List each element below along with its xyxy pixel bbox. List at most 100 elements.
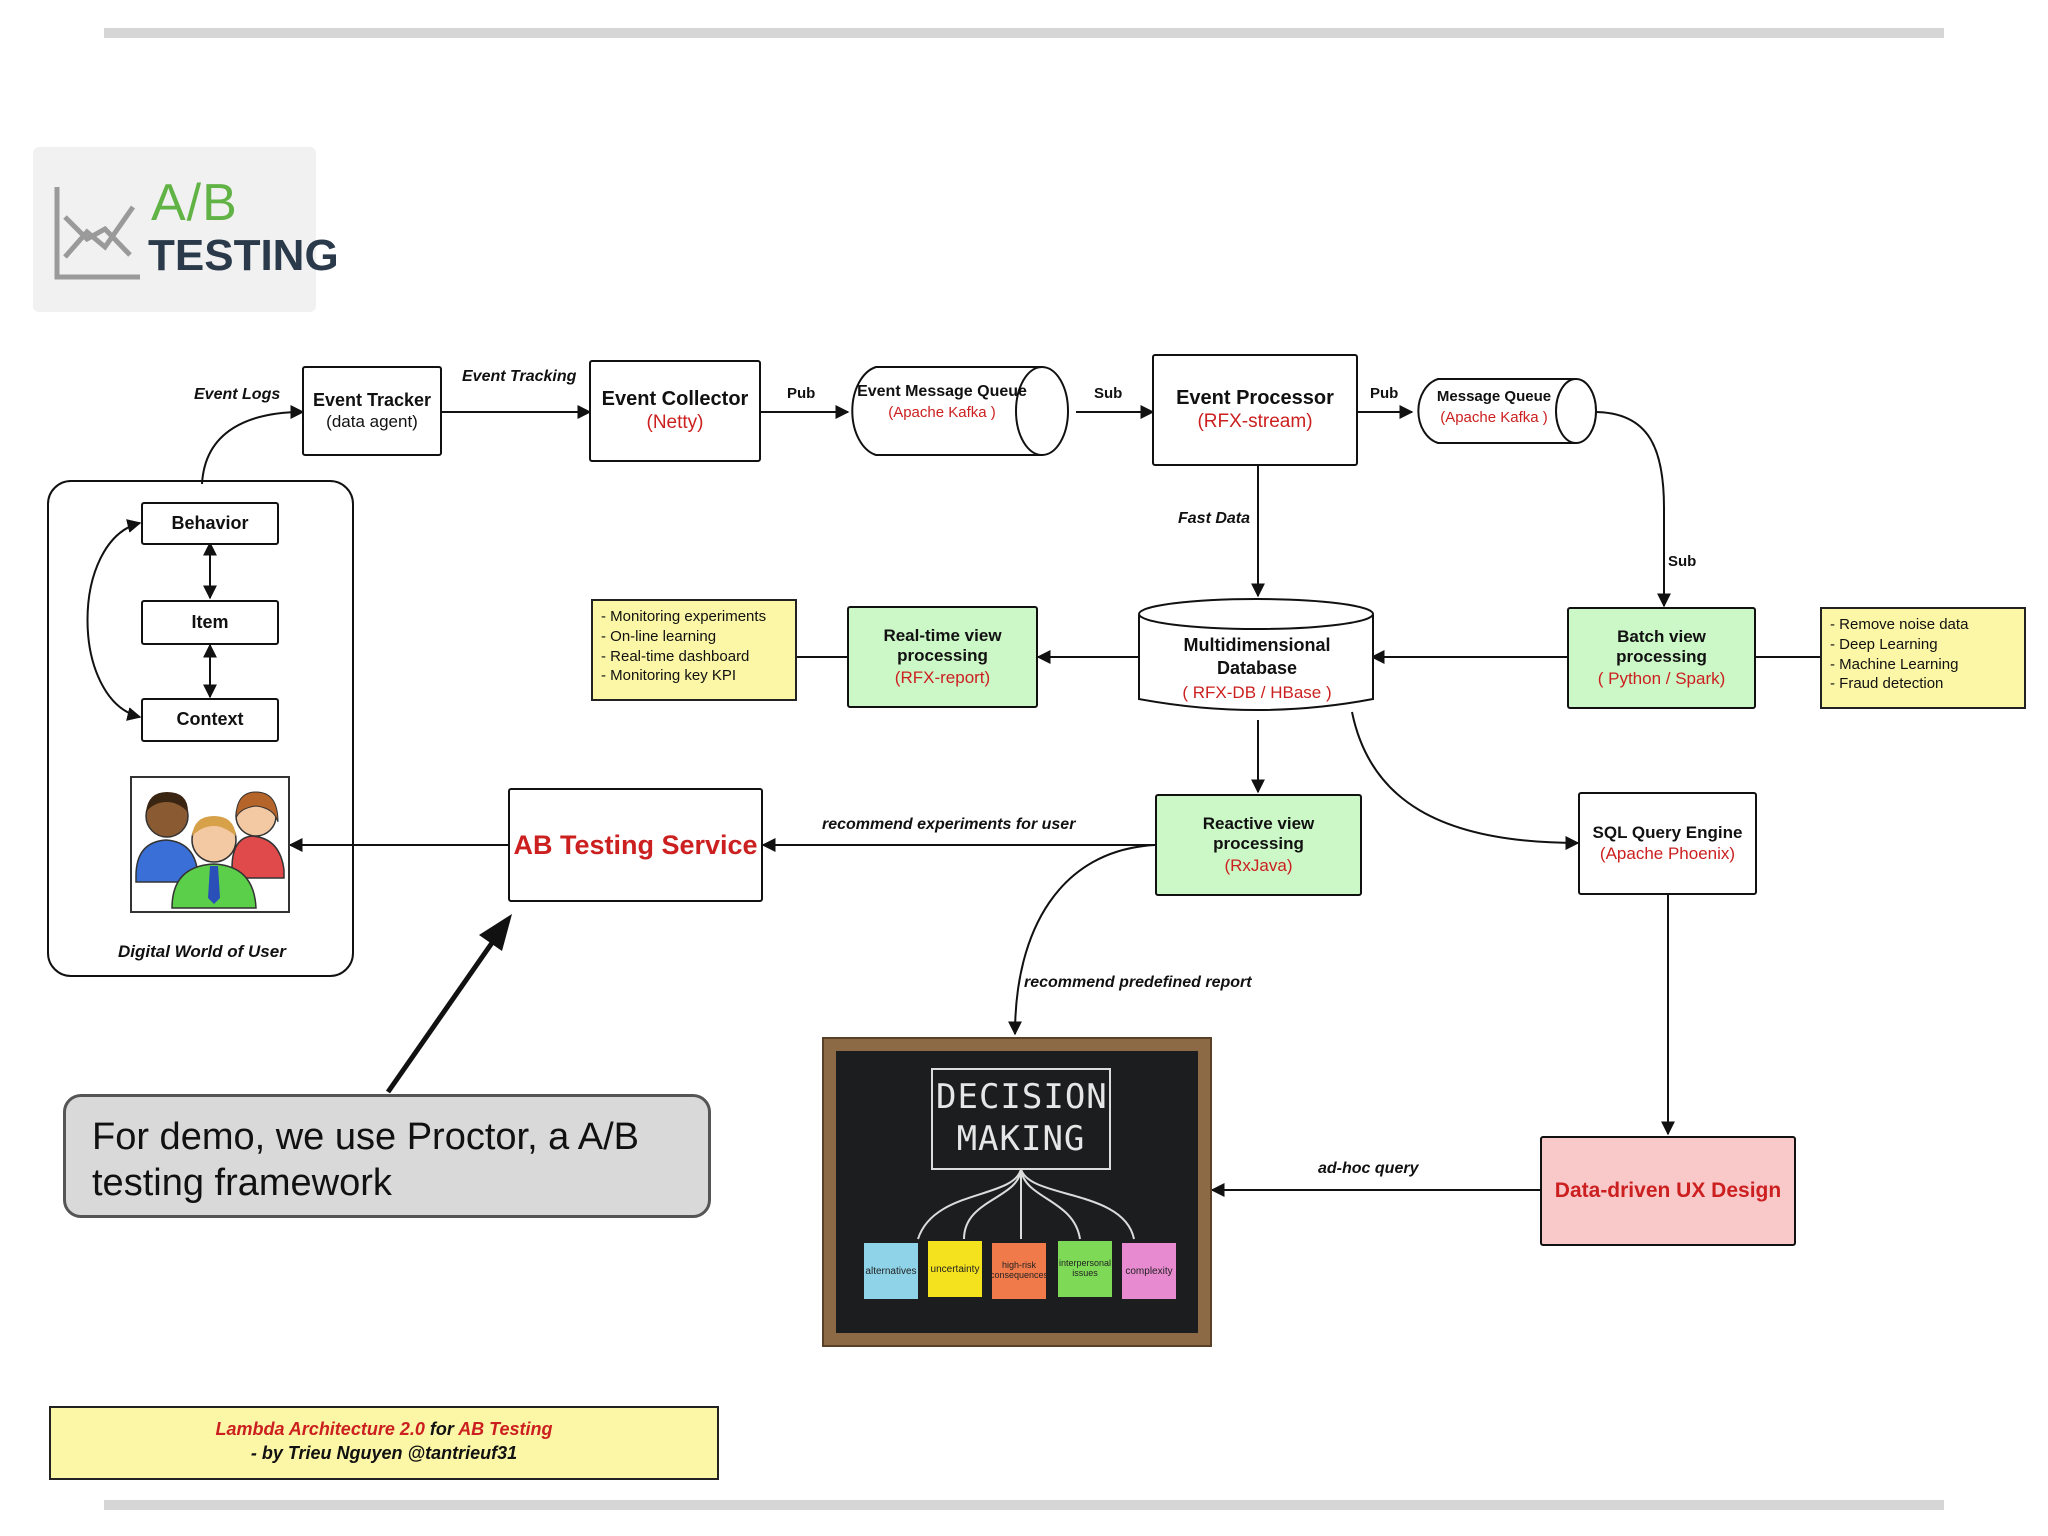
users-group-picture — [130, 776, 290, 913]
sticky-note: uncertainty — [928, 1241, 982, 1297]
label-recommend-report: recommend predefined report — [1024, 974, 1252, 991]
node-subtitle: (RxJava) — [1224, 855, 1293, 875]
node-event-tracker: Event Tracker (data agent) — [302, 366, 442, 456]
node-title: Batch view processing — [1616, 626, 1707, 667]
node-event-message-queue: Event Message Queue (Apache Kafka ) — [852, 382, 1032, 423]
note-batch-uses: - Remove noise data - Deep Learning - Ma… — [1820, 607, 2026, 709]
ab-testing-logo: A/B TESTING — [33, 147, 339, 312]
credit-for: for — [424, 1419, 459, 1439]
node-subtitle: (Apache Kafka ) — [888, 404, 996, 422]
logo-line2: TESTING — [148, 231, 339, 280]
note-realtime-uses: - Monitoring experiments - On-line learn… — [591, 599, 797, 701]
chalk-title-line2: MAKING — [956, 1119, 1086, 1159]
node-event-processor: Event Processor (RFX-stream) — [1152, 354, 1358, 466]
database-cylinder-shape — [1138, 598, 1374, 711]
callout-pointer — [385, 914, 512, 1094]
note-line: - Monitoring experiments — [601, 608, 767, 625]
label-sub1: Sub — [1094, 385, 1123, 402]
node-subtitle: (Apache Kafka ) — [1440, 409, 1548, 426]
sticky-note-text: alternatives — [865, 1265, 917, 1277]
edge-behavior-context — [86, 519, 142, 721]
note-line: - Remove noise data — [1830, 616, 1969, 633]
sticky-note-text: interpersonal issues — [1058, 1258, 1112, 1278]
label-event-tracking: Event Tracking — [462, 368, 577, 385]
node-subtitle: ( Python / Spark) — [1597, 668, 1726, 688]
node-subtitle: (Netty) — [646, 412, 704, 434]
logo-line1: A/B — [151, 174, 238, 232]
node-behavior: Behavior — [141, 502, 279, 545]
node-title: Real-time view processing — [883, 625, 1002, 666]
label-event-logs: Event Logs — [194, 386, 281, 403]
node-subtitle: (data agent) — [326, 411, 418, 431]
node-title: Event Processor — [1176, 387, 1334, 410]
bottom-rule — [104, 1500, 1944, 1510]
node-subtitle: (RFX-stream) — [1197, 411, 1313, 433]
note-line: - On-line learning — [601, 627, 717, 645]
user-world-caption: Digital World of User — [118, 942, 286, 961]
sticky-note-text: uncertainty — [930, 1263, 980, 1275]
label-sub2: Sub — [1668, 553, 1697, 570]
node-sql-query-engine: SQL Query Engine (Apache Phoenix) — [1578, 792, 1757, 895]
node-title: Behavior — [171, 512, 249, 533]
node-title: Context — [176, 709, 244, 730]
user-world-container — [47, 480, 354, 977]
note-line: - Real-time dashboard — [601, 647, 750, 665]
node-batch-view: Batch view processing ( Python / Spark) — [1567, 607, 1756, 709]
chalk-title-line1: DECISION — [936, 1077, 1108, 1117]
node-title: Data-driven UX Design — [1554, 1179, 1782, 1203]
credit-ab-testing: AB Testing — [458, 1419, 553, 1439]
node-title: AB Testing Service — [513, 829, 758, 860]
mq-cylinder-shape — [1417, 378, 1597, 444]
node-title: Message Queue — [1436, 388, 1552, 405]
sticky-note: interpersonal issues — [1058, 1241, 1112, 1297]
note-line: - Fraud detection — [1830, 675, 1944, 693]
node-event-collector: Event Collector (Netty) — [589, 360, 761, 462]
note-line: - Machine Learning — [1830, 655, 1959, 673]
credit-line1: Lambda Architecture 2.0 for AB Testing — [51, 1417, 717, 1441]
label-pub2: Pub — [1370, 385, 1399, 402]
node-title: Event Tracker — [312, 390, 432, 411]
sticky-note-text: high-risk consequences — [989, 1260, 1049, 1280]
credit-author: - by Trieu Nguyen @tantrieuf31 — [250, 1443, 518, 1464]
edge-event-logs — [201, 405, 305, 485]
node-subtitle: ( RFX-DB / HBase ) — [1182, 682, 1332, 702]
chart-trend-icon — [54, 187, 140, 280]
node-subtitle: (RFX-report) — [894, 667, 991, 687]
node-title: Reactive view processing — [1202, 813, 1315, 854]
node-multidimensional-database: Multidimensional Database ( RFX-DB / HBa… — [1150, 634, 1364, 703]
users-group-icon — [135, 791, 285, 909]
node-title: SQL Query Engine — [1592, 822, 1743, 842]
edge-db-to-sql — [1351, 711, 1580, 850]
sticky-note: alternatives — [864, 1243, 918, 1299]
credit-note: Lambda Architecture 2.0 for AB Testing -… — [49, 1406, 719, 1480]
decision-making-chalkboard: DECISION MAKING alternatives uncertainty… — [822, 1037, 1212, 1347]
chalkboard-drawing — [917, 1068, 1135, 1240]
event-mq-cylinder-shape — [851, 366, 1069, 456]
node-message-queue: Message Queue (Apache Kafka ) — [1420, 388, 1568, 428]
sticky-note: complexity — [1122, 1243, 1176, 1299]
note-line: - Deep Learning — [1830, 635, 1938, 653]
node-realtime-view: Real-time view processing (RFX-report) — [847, 606, 1038, 708]
node-ab-testing-service: AB Testing Service — [508, 788, 763, 902]
node-title: Item — [191, 611, 229, 632]
node-item: Item — [141, 600, 279, 645]
label-pub1: Pub — [787, 385, 816, 402]
node-data-driven-ux: Data-driven UX Design — [1540, 1136, 1796, 1246]
callout-text: For demo, we use Proctor, a A/B testing … — [92, 1116, 640, 1204]
sticky-note: high-risk consequences — [989, 1243, 1049, 1299]
node-title: Multidimensional Database — [1183, 635, 1331, 679]
label-recommend-experiments: recommend experiments for user — [822, 816, 1076, 833]
edge-sub2 — [1593, 411, 1671, 608]
top-rule — [104, 28, 1944, 38]
node-reactive-view: Reactive view processing (RxJava) — [1155, 794, 1362, 896]
note-line: - Monitoring key KPI — [601, 667, 737, 685]
node-title: Event Message Queue — [857, 383, 1027, 400]
credit-architecture: Lambda Architecture 2.0 — [215, 1419, 425, 1439]
sticky-note-text: complexity — [1125, 1265, 1173, 1277]
node-title: Event Collector — [601, 388, 749, 411]
label-fast-data: Fast Data — [1178, 510, 1251, 527]
proctor-callout: For demo, we use Proctor, a A/B testing … — [63, 1094, 711, 1218]
node-subtitle: (Apache Phoenix) — [1599, 844, 1736, 864]
